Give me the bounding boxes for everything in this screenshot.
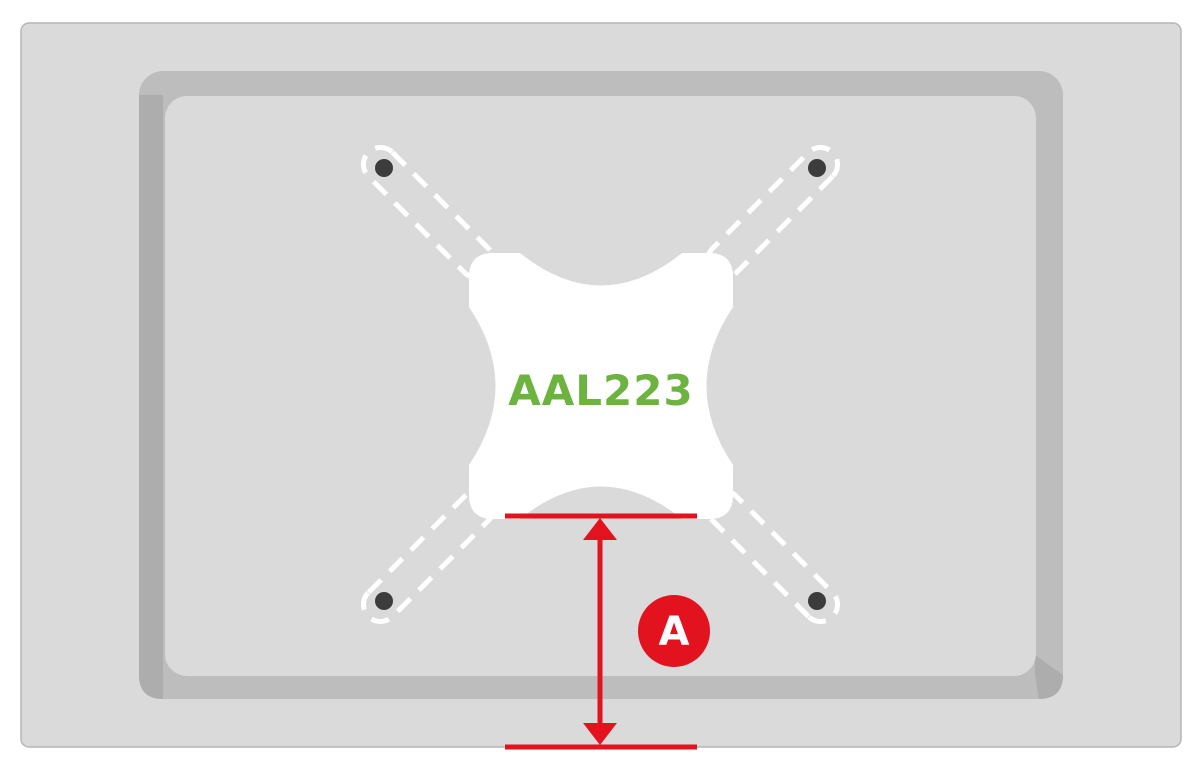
screw-hole-bottom-right: [808, 592, 826, 610]
screw-hole-bottom-left: [375, 592, 393, 610]
screw-hole-top-left: [375, 159, 393, 177]
recess-frame-shadow-left: [139, 95, 163, 699]
dimension-a: A: [505, 513, 710, 750]
screw-holes: [375, 159, 826, 610]
bracket-plate: [469, 253, 733, 519]
bracket-model-label: AAL223: [508, 366, 693, 415]
dimension-arrow-head-down: [583, 723, 617, 745]
dimension-marker-letter: A: [659, 609, 690, 655]
screw-hole-top-right: [808, 159, 826, 177]
dimension-arrow-head-up: [583, 518, 617, 540]
dimension-marker-circle: [638, 595, 710, 667]
recess-frame-shadow-bottom: [1035, 655, 1063, 699]
